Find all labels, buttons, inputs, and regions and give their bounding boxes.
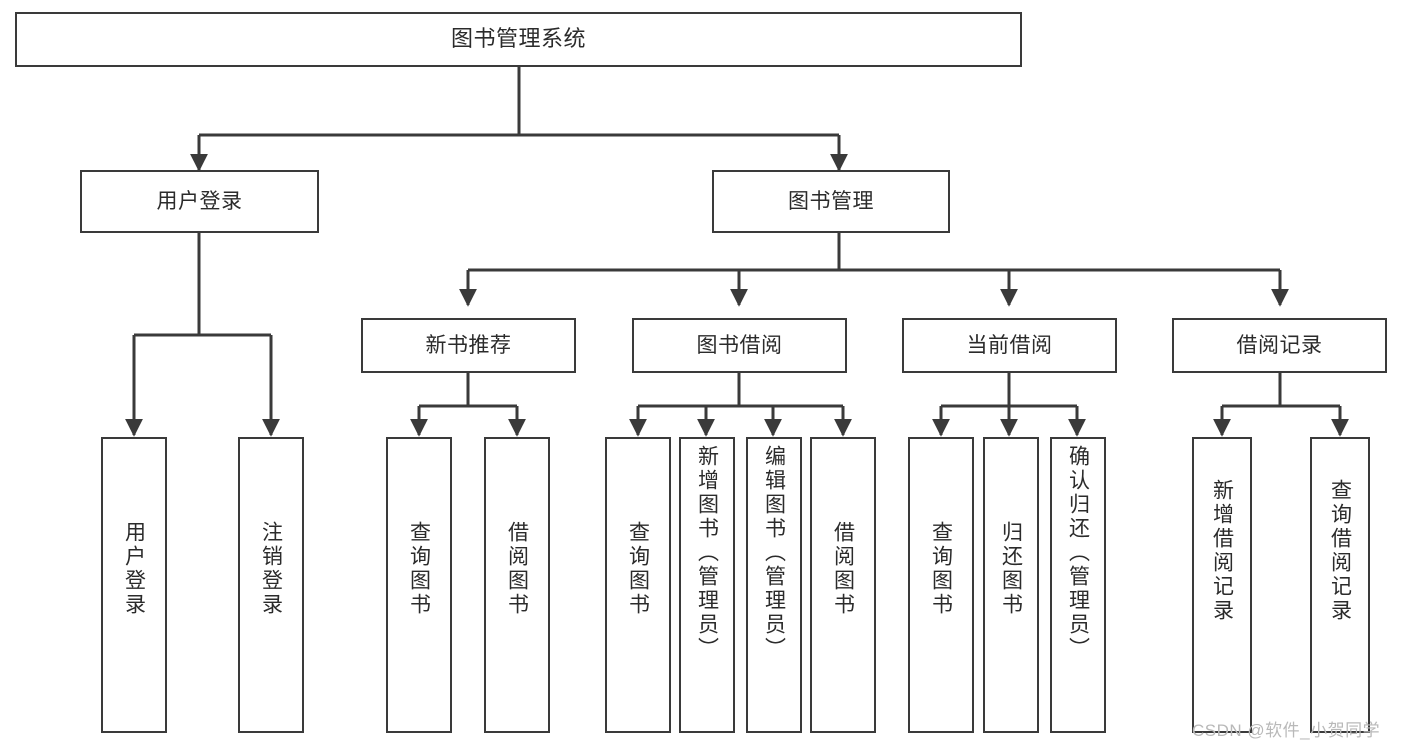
node-label: 查询借阅记录 [1328,479,1352,623]
node-label: 新增图书（管理员） [695,445,719,661]
node-label: 当前借阅 [966,333,1053,357]
leaf-logout[interactable]: 注销登录 [238,437,304,733]
leaf-query-borrow-record[interactable]: 查询借阅记录 [1310,437,1370,733]
node-current-borrow[interactable]: 当前借阅 [902,318,1117,373]
node-label: 用户登录 [156,189,243,213]
leaf-return-book[interactable]: 归还图书 [983,437,1039,733]
watermark-credit: CSDN @软件_小贺同学 [1192,721,1381,740]
leaf-borrow-book-recommend[interactable]: 借阅图书 [484,437,550,733]
leaf-confirm-return[interactable]: 确认归还（管理员） [1050,437,1106,733]
node-label: 新增借阅记录 [1210,479,1234,623]
node-label: 归还图书 [999,521,1023,617]
node-label: 查询图书 [407,521,431,617]
node-label: 查询图书 [929,521,953,617]
node-book-management[interactable]: 图书管理 [712,170,950,233]
node-book-borrow[interactable]: 图书借阅 [632,318,847,373]
node-label: 图书借阅 [696,333,783,357]
leaf-query-book-current[interactable]: 查询图书 [908,437,974,733]
node-label: 借阅图书 [505,521,529,617]
node-label: 注销登录 [259,521,283,617]
leaf-user-login[interactable]: 用户登录 [101,437,167,733]
leaf-add-borrow-record[interactable]: 新增借阅记录 [1192,437,1252,733]
node-label: 图书管理系统 [450,26,586,52]
leaf-add-book[interactable]: 新增图书（管理员） [679,437,735,733]
leaf-borrow-book[interactable]: 借阅图书 [810,437,876,733]
node-new-book-recommend[interactable]: 新书推荐 [361,318,576,373]
leaf-edit-book[interactable]: 编辑图书（管理员） [746,437,802,733]
node-label: 用户登录 [122,521,146,617]
node-root-book-management-system[interactable]: 图书管理系统 [15,12,1022,67]
leaf-query-book-borrow[interactable]: 查询图书 [605,437,671,733]
node-label: 借阅记录 [1236,333,1323,357]
node-label: 查询图书 [626,521,650,617]
node-user-login[interactable]: 用户登录 [80,170,319,233]
node-label: 新书推荐 [425,333,512,357]
node-borrow-record[interactable]: 借阅记录 [1172,318,1387,373]
node-label: 编辑图书（管理员） [762,445,786,661]
leaf-query-book-recommend[interactable]: 查询图书 [386,437,452,733]
node-label: 确认归还（管理员） [1066,445,1090,661]
node-label: 图书管理 [788,189,874,213]
node-label: 借阅图书 [831,521,855,617]
